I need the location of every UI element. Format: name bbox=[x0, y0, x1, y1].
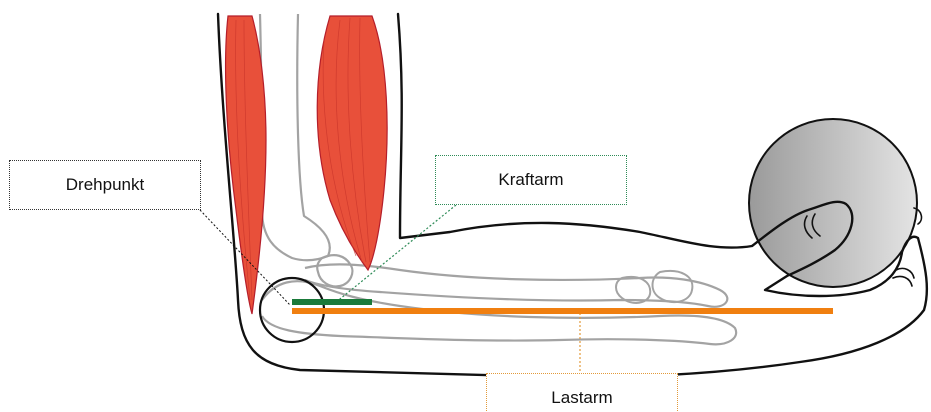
load-arm-label: Lastarm bbox=[486, 373, 678, 412]
ulna-head bbox=[317, 255, 352, 286]
pivot-label: Drehpunkt bbox=[9, 160, 201, 210]
effort-arm-label: Kraftarm bbox=[435, 155, 627, 205]
triceps-muscle bbox=[226, 16, 266, 314]
carpal-bones bbox=[616, 271, 692, 303]
